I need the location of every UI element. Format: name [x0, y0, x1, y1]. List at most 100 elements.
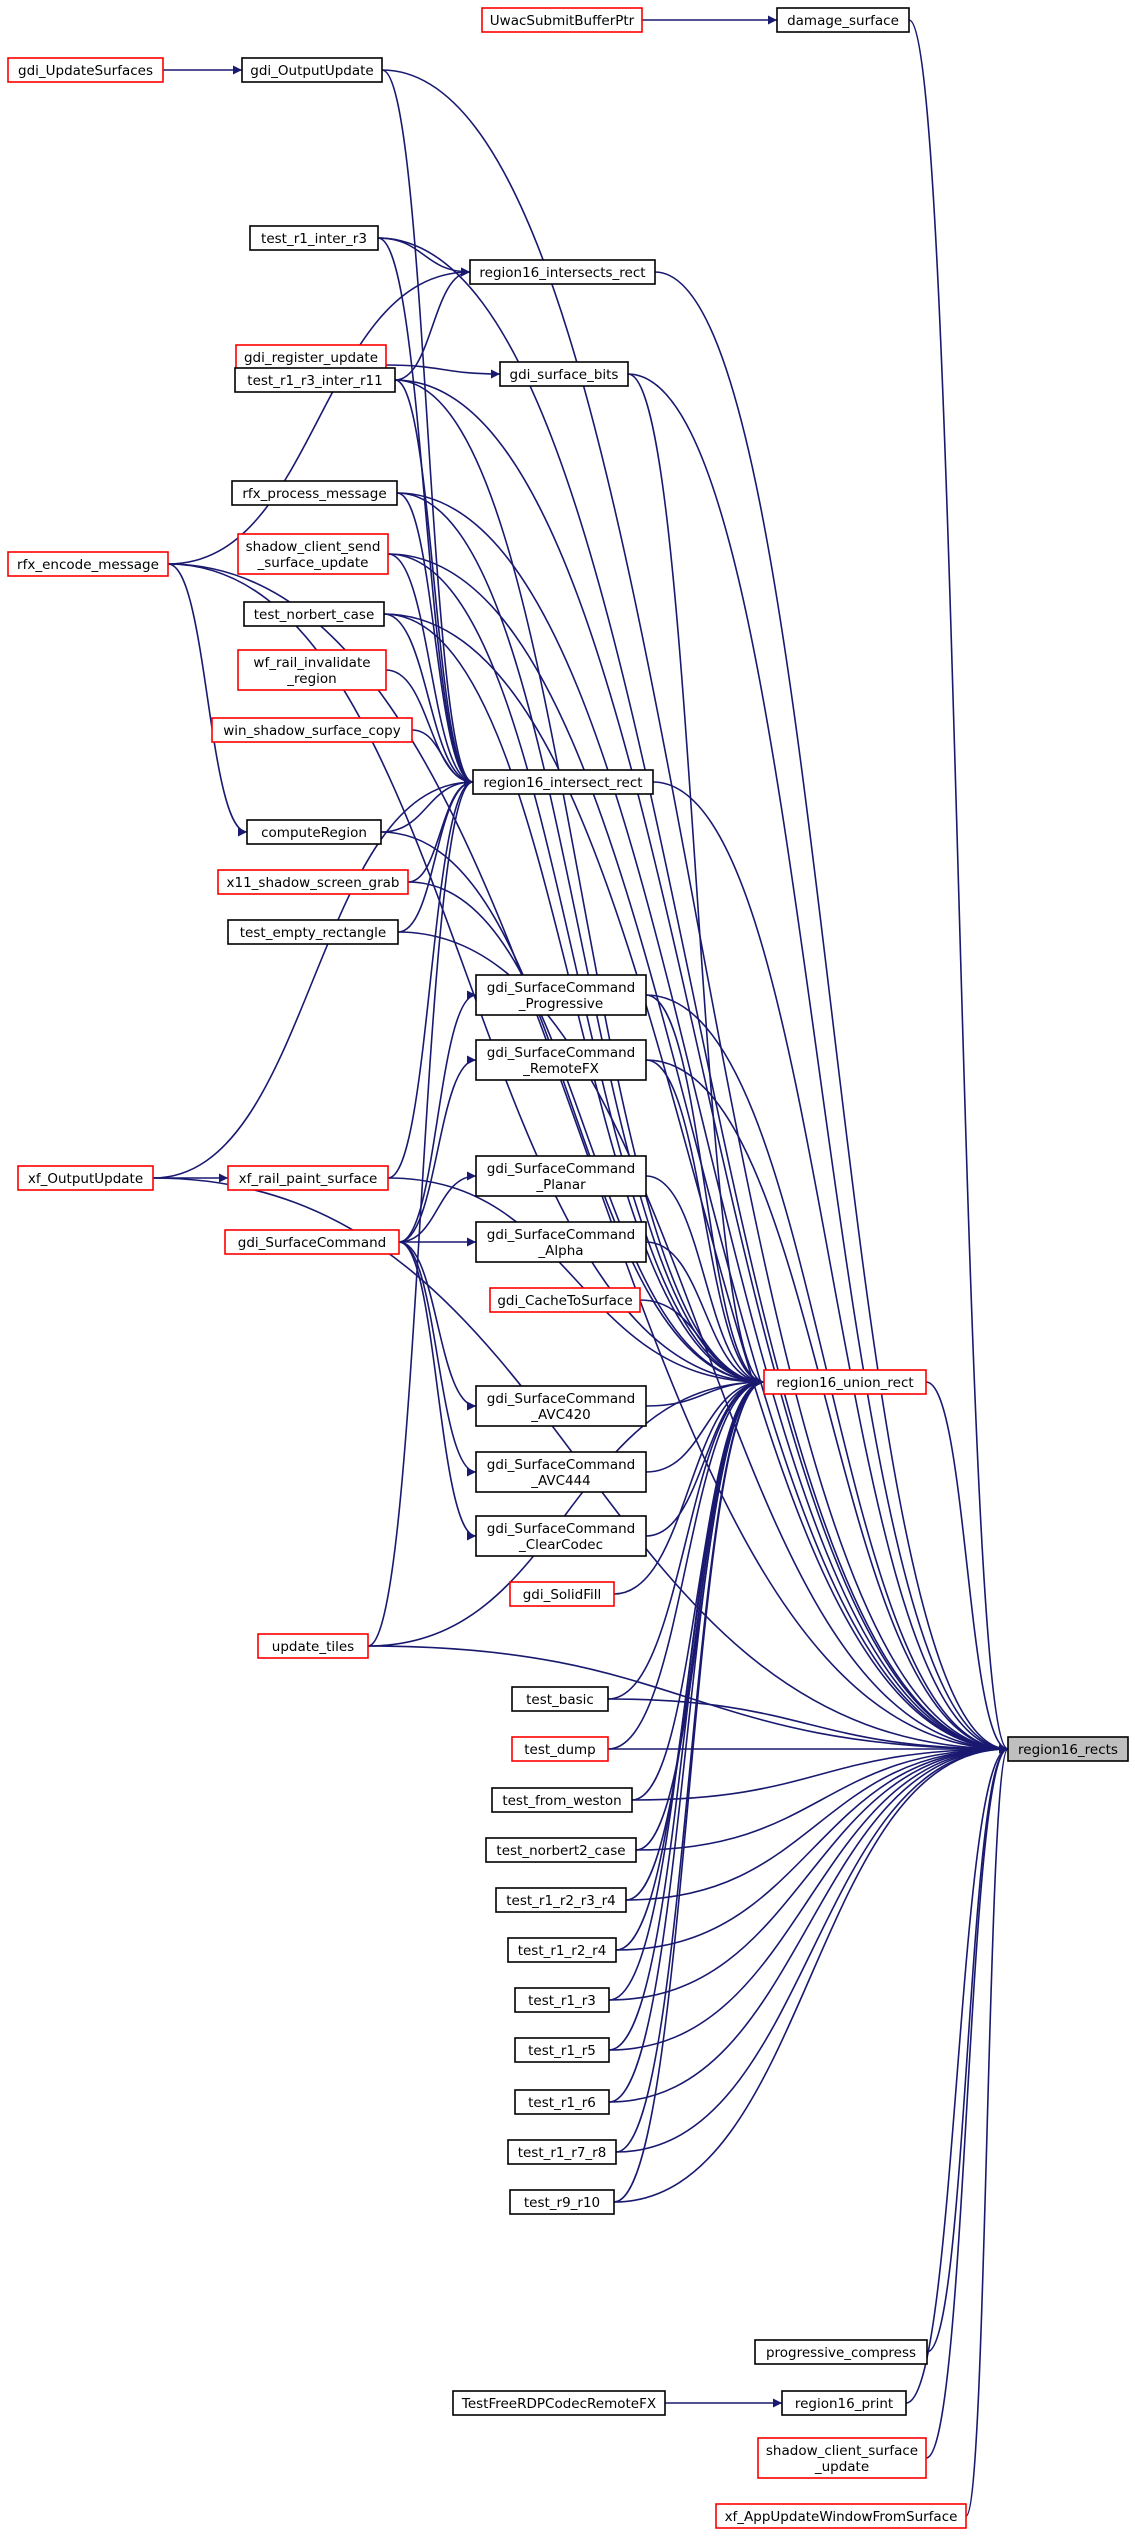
- node-test-from-weston[interactable]: test_from_weston: [491, 1787, 633, 1813]
- node-box-test-r1-r2-r4[interactable]: [507, 1937, 617, 1963]
- node-test-norbert2-case[interactable]: test_norbert2_case: [485, 1837, 637, 1863]
- edge-gdi-surfacecommand-planar-to-region16-union-rect: [645, 1175, 765, 1387]
- node-region16-intersect-rect[interactable]: region16_intersect_rect: [472, 769, 654, 795]
- node-testfreerdpcodecremotefx[interactable]: TestFreeRDPCodecRemoteFX: [452, 2390, 666, 2416]
- node-box-gdi-cachetosurface[interactable]: [489, 1287, 641, 1313]
- node-box-shadow-client-surface-update[interactable]: [757, 2437, 927, 2479]
- node-test-r1-r2-r3-r4[interactable]: test_r1_r2_r3_r4: [495, 1887, 627, 1913]
- node-box-uwacsubmitbufferptr[interactable]: [481, 7, 643, 33]
- node-gdi-outputupdate[interactable]: gdi_OutputUpdate: [241, 57, 383, 83]
- node-test-r1-r3[interactable]: test_r1_r3: [514, 1987, 610, 2013]
- node-gdi-surfacecommand-progressive[interactable]: gdi_SurfaceCommand_Progressive: [475, 974, 647, 1016]
- node-box-rfx-process-message[interactable]: [231, 480, 398, 506]
- node-gdi-updatesurfaces[interactable]: gdi_UpdateSurfaces: [7, 57, 164, 83]
- node-test-r9-r10[interactable]: test_r9_r10: [509, 2189, 615, 2215]
- node-update-tiles[interactable]: update_tiles: [257, 1633, 369, 1659]
- node-x11-shadow-screen-grab[interactable]: x11_shadow_screen_grab: [217, 869, 409, 895]
- node-gdi-surface-bits[interactable]: gdi_surface_bits: [499, 361, 629, 387]
- node-test-r1-r5[interactable]: test_r1_r5: [514, 2037, 610, 2063]
- node-box-test-norbert2-case[interactable]: [485, 1837, 637, 1863]
- node-box-test-basic[interactable]: [511, 1686, 609, 1712]
- node-box-test-norbert-case[interactable]: [243, 601, 385, 627]
- node-test-r1-r6[interactable]: test_r1_r6: [514, 2089, 610, 2115]
- node-box-gdi-solidfill[interactable]: [509, 1581, 615, 1607]
- node-gdi-surfacecommand-clearcodec[interactable]: gdi_SurfaceCommand_ClearCodec: [475, 1515, 647, 1557]
- node-box-gdi-surfacecommand-planar[interactable]: [475, 1155, 647, 1197]
- node-box-computeregion[interactable]: [246, 819, 382, 845]
- node-xf-rail-paint-surface[interactable]: xf_rail_paint_surface: [227, 1165, 389, 1191]
- node-gdi-surfacecommand-avc420[interactable]: gdi_SurfaceCommand_AVC420: [475, 1385, 647, 1427]
- node-test-dump[interactable]: test_dump: [511, 1736, 609, 1762]
- node-box-gdi-surfacecommand-remotefx[interactable]: [475, 1039, 647, 1081]
- node-box-gdi-surfacecommand-progressive[interactable]: [475, 974, 647, 1016]
- node-box-test-r1-r3-inter-r11[interactable]: [234, 367, 396, 393]
- node-test-basic[interactable]: test_basic: [511, 1686, 609, 1712]
- node-label-test-from-weston: test_from_weston: [502, 1793, 621, 1809]
- node-box-x11-shadow-screen-grab[interactable]: [217, 869, 409, 895]
- node-gdi-surfacecommand-alpha[interactable]: gdi_SurfaceCommand_Alpha: [475, 1221, 647, 1263]
- node-box-rfx-encode-message[interactable]: [7, 551, 169, 577]
- node-computeregion[interactable]: computeRegion: [246, 819, 382, 845]
- node-win-shadow-surface-copy[interactable]: win_shadow_surface_copy: [211, 717, 413, 743]
- node-damage-surface[interactable]: damage_surface: [776, 7, 910, 33]
- node-box-test-from-weston[interactable]: [491, 1787, 633, 1813]
- node-box-test-r1-r2-r3-r4[interactable]: [495, 1887, 627, 1913]
- node-gdi-surfacecommand-remotefx[interactable]: gdi_SurfaceCommand_RemoteFX: [475, 1039, 647, 1081]
- node-test-r1-r3-inter-r11[interactable]: test_r1_r3_inter_r11: [234, 367, 396, 393]
- node-box-gdi-updatesurfaces[interactable]: [7, 57, 164, 83]
- node-wf-rail-invalidate-region[interactable]: wf_rail_invalidate_region: [237, 649, 387, 691]
- node-box-test-r1-r7-r8[interactable]: [507, 2139, 617, 2165]
- node-box-region16-print[interactable]: [781, 2390, 907, 2416]
- node-box-xf-rail-paint-surface[interactable]: [227, 1165, 389, 1191]
- node-box-test-r1-inter-r3[interactable]: [249, 225, 379, 251]
- node-box-gdi-outputupdate[interactable]: [241, 57, 383, 83]
- node-box-region16-union-rect[interactable]: [763, 1369, 927, 1395]
- node-test-r1-r7-r8[interactable]: test_r1_r7_r8: [507, 2139, 617, 2165]
- node-box-gdi-surfacecommand-avc444[interactable]: [475, 1451, 647, 1493]
- node-test-empty-rectangle[interactable]: test_empty_rectangle: [227, 919, 399, 945]
- node-test-r1-inter-r3[interactable]: test_r1_inter_r3: [249, 225, 379, 251]
- node-gdi-surfacecommand-planar[interactable]: gdi_SurfaceCommand_Planar: [475, 1155, 647, 1197]
- node-box-damage-surface[interactable]: [776, 7, 910, 33]
- node-box-region16-intersects-rect[interactable]: [469, 259, 656, 285]
- node-box-win-shadow-surface-copy[interactable]: [211, 717, 413, 743]
- node-shadow-client-surface-update[interactable]: shadow_client_surface_update: [757, 2437, 927, 2479]
- node-box-update-tiles[interactable]: [257, 1633, 369, 1659]
- node-gdi-surfacecommand[interactable]: gdi_SurfaceCommand: [224, 1229, 400, 1255]
- node-box-xf-appupdatewindowfromsurface[interactable]: [715, 2503, 967, 2529]
- node-gdi-cachetosurface[interactable]: gdi_CacheToSurface: [489, 1287, 641, 1313]
- node-box-test-r9-r10[interactable]: [509, 2189, 615, 2215]
- node-region16-rects[interactable]: region16_rects: [1007, 1736, 1129, 1762]
- node-box-test-dump[interactable]: [511, 1736, 609, 1762]
- node-box-xf-outputupdate[interactable]: [17, 1165, 154, 1191]
- node-box-wf-rail-invalidate-region[interactable]: [237, 649, 387, 691]
- node-box-test-empty-rectangle[interactable]: [227, 919, 399, 945]
- node-region16-print[interactable]: region16_print: [781, 2390, 907, 2416]
- node-test-norbert-case[interactable]: test_norbert_case: [243, 601, 385, 627]
- node-box-region16-intersect-rect[interactable]: [472, 769, 654, 795]
- node-box-shadow-client-send-surface-update[interactable]: [237, 533, 389, 575]
- node-gdi-solidfill[interactable]: gdi_SolidFill: [509, 1581, 615, 1607]
- node-box-gdi-surface-bits[interactable]: [499, 361, 629, 387]
- node-box-test-r1-r5[interactable]: [514, 2037, 610, 2063]
- node-shadow-client-send-surface-update[interactable]: shadow_client_send_surface_update: [237, 533, 389, 575]
- node-box-gdi-surfacecommand-alpha[interactable]: [475, 1221, 647, 1263]
- node-box-gdi-surfacecommand[interactable]: [224, 1229, 400, 1255]
- node-rfx-encode-message[interactable]: rfx_encode_message: [7, 551, 169, 577]
- node-xf-outputupdate[interactable]: xf_OutputUpdate: [17, 1165, 154, 1191]
- node-gdi-surfacecommand-avc444[interactable]: gdi_SurfaceCommand_AVC444: [475, 1451, 647, 1493]
- node-test-r1-r2-r4[interactable]: test_r1_r2_r4: [507, 1937, 617, 1963]
- node-uwacsubmitbufferptr[interactable]: UwacSubmitBufferPtr: [481, 7, 643, 33]
- node-box-gdi-surfacecommand-clearcodec[interactable]: [475, 1515, 647, 1557]
- node-box-test-r1-r3[interactable]: [514, 1987, 610, 2013]
- node-rfx-process-message[interactable]: rfx_process_message: [231, 480, 398, 506]
- node-box-testfreerdpcodecremotefx[interactable]: [452, 2390, 666, 2416]
- node-box-test-r1-r6[interactable]: [514, 2089, 610, 2115]
- node-box-region16-rects[interactable]: [1007, 1736, 1129, 1762]
- node-box-progressive-compress[interactable]: [754, 2339, 928, 2365]
- node-xf-appupdatewindowfromsurface[interactable]: xf_AppUpdateWindowFromSurface: [715, 2503, 967, 2529]
- node-region16-union-rect[interactable]: region16_union_rect: [763, 1369, 927, 1395]
- node-box-gdi-surfacecommand-avc420[interactable]: [475, 1385, 647, 1427]
- node-region16-intersects-rect[interactable]: region16_intersects_rect: [469, 259, 656, 285]
- node-progressive-compress[interactable]: progressive_compress: [754, 2339, 928, 2365]
